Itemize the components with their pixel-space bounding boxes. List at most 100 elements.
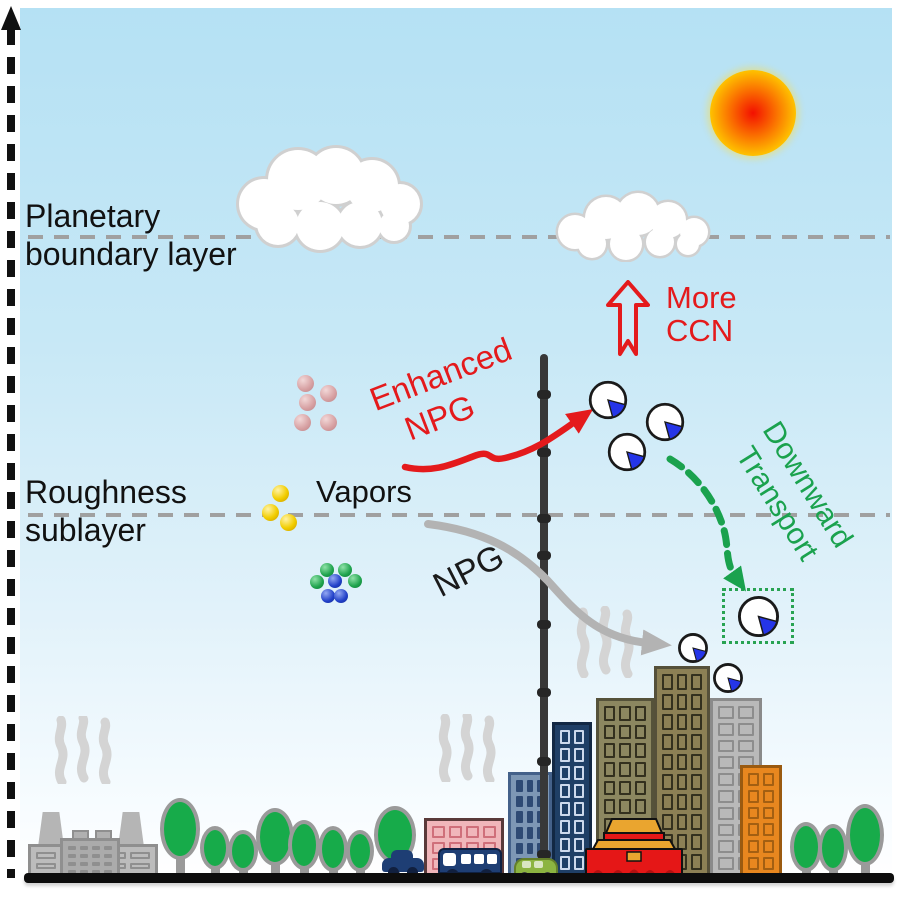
planetary-boundary-layer-line: [28, 235, 890, 239]
downward-transport-arrow-icon: [666, 455, 747, 592]
window: [516, 826, 523, 839]
window: [104, 846, 112, 850]
window: [36, 862, 56, 869]
pink-molecule: [299, 394, 316, 411]
window: [676, 674, 688, 690]
window: [604, 780, 616, 796]
factory-center-block: [60, 838, 120, 877]
blue-molecule: [334, 589, 348, 603]
window: [676, 794, 688, 810]
window: [619, 706, 631, 721]
window: [718, 773, 734, 786]
tree-icon: [818, 824, 848, 872]
window: [526, 795, 534, 808]
window: [560, 748, 570, 762]
window: [634, 761, 646, 777]
measurement-tower-icon: [540, 354, 548, 878]
window: [574, 784, 584, 798]
pink-molecule: [297, 375, 314, 392]
car-blue-icon: [382, 850, 424, 878]
window: [80, 862, 88, 866]
window: [662, 694, 673, 710]
window: [560, 784, 570, 798]
window: [662, 714, 673, 730]
yellow-molecule: [272, 485, 289, 502]
tree-trunk: [300, 862, 309, 878]
tower-ring: [537, 850, 551, 859]
window: [676, 814, 688, 830]
tower-ring: [537, 688, 551, 697]
window: [691, 854, 702, 870]
height-axis: [7, 28, 15, 878]
window: [634, 799, 646, 814]
window: [574, 838, 584, 852]
window: [718, 806, 734, 820]
window: [604, 706, 616, 721]
tower-ring: [537, 390, 551, 399]
window: [68, 862, 76, 866]
window: [80, 846, 88, 850]
window: [516, 811, 523, 823]
window: [676, 734, 688, 750]
window: [662, 754, 673, 770]
window: [763, 840, 774, 854]
window: [560, 820, 570, 834]
window-grid: [68, 846, 112, 874]
more-ccn-label: More CCN: [666, 281, 737, 347]
yellow-molecule: [262, 504, 279, 521]
window: [574, 820, 584, 834]
window: [604, 743, 616, 758]
window: [738, 722, 754, 736]
tree-trunk: [271, 858, 280, 878]
window: [92, 862, 100, 866]
window: [738, 706, 754, 719]
window: [662, 734, 673, 750]
window: [718, 706, 734, 719]
window: [748, 823, 759, 837]
window: [604, 724, 616, 740]
window: [466, 826, 479, 838]
tree-icon: [318, 826, 348, 872]
bus-window: [474, 854, 484, 864]
pink-molecule: [320, 385, 337, 402]
axis-arrow-up-icon: [1, 6, 21, 30]
cloud-icon: [236, 145, 423, 253]
window: [604, 761, 616, 777]
green-molecule: [348, 574, 362, 588]
window: [68, 846, 76, 850]
cloud-icon: [555, 190, 711, 262]
window: [516, 842, 523, 855]
window: [738, 739, 754, 753]
grown-particle-icon: [607, 432, 647, 472]
bus-windshield: [443, 853, 456, 866]
tower-ring: [537, 448, 551, 457]
green-molecule: [320, 563, 334, 577]
window: [130, 852, 150, 859]
tree-icon: [846, 804, 884, 866]
smoke-icon: [438, 714, 496, 782]
label-line: CCN: [666, 313, 734, 348]
window: [748, 773, 759, 786]
window: [634, 706, 646, 721]
window-grid: [748, 773, 774, 870]
vapors-label: Vapors: [316, 474, 412, 509]
label-line: Planetary: [25, 198, 161, 234]
window: [619, 724, 631, 740]
window: [526, 826, 534, 839]
window: [662, 774, 673, 790]
window: [619, 761, 631, 777]
window: [560, 766, 570, 780]
window: [92, 854, 100, 858]
window: [676, 714, 688, 730]
window: [662, 814, 673, 830]
window: [691, 754, 702, 770]
window: [574, 766, 584, 780]
window: [619, 780, 631, 796]
window: [763, 857, 774, 870]
window: [560, 802, 570, 816]
window: [662, 794, 673, 810]
window: [676, 754, 688, 770]
window: [68, 854, 76, 858]
blue-molecule: [321, 589, 335, 603]
window: [560, 838, 570, 852]
